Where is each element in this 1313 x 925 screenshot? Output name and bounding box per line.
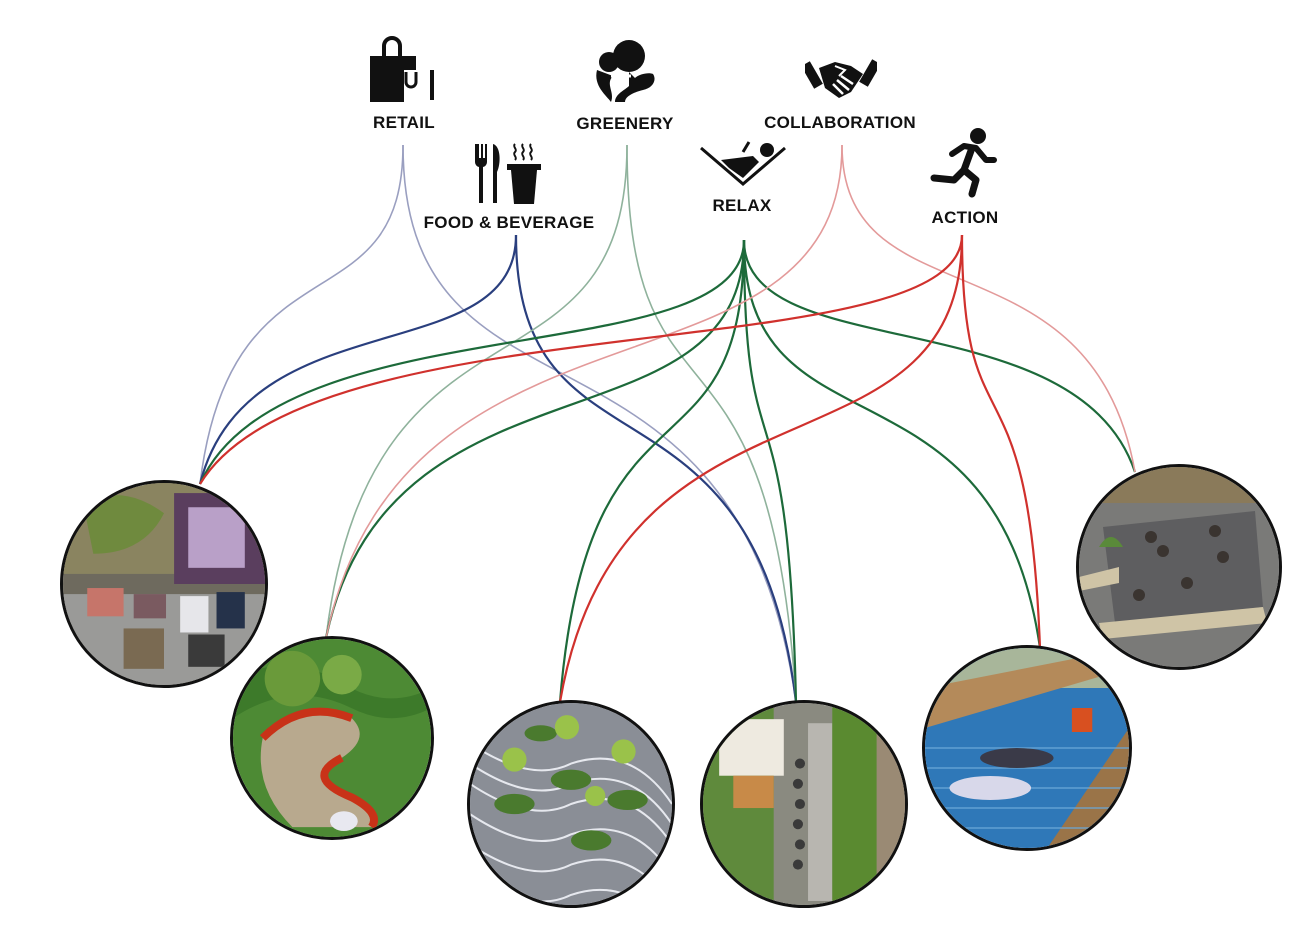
connection-relax-p6 (742, 239, 1137, 473)
reclining-person-icon (699, 138, 787, 195)
handshake-icon (801, 48, 881, 107)
connection-action-p5 (960, 234, 1042, 649)
trees-icon (589, 36, 661, 111)
connection-action-p1 (199, 234, 964, 485)
photo-palm-plaza (467, 700, 675, 908)
photo-net-hammocks (922, 645, 1132, 851)
connection-collaboration-p2 (325, 144, 843, 639)
running-person-icon (928, 126, 1000, 203)
connection-greenery-p4 (626, 144, 797, 703)
category-label-food-beverage: FOOD & BEVERAGE (423, 213, 595, 232)
connection-action-p3 (558, 234, 964, 703)
category-label-relax: RELAX (712, 196, 772, 215)
category-label-greenery: GREENERY (576, 114, 674, 133)
cutlery-coffee-icon (471, 140, 547, 211)
category-label-retail: RETAIL (373, 113, 435, 132)
connection-food-p4 (514, 234, 798, 703)
connection-greenery-p2 (325, 144, 628, 639)
connection-relax-p4 (742, 239, 798, 703)
photo-cafe-seating (60, 480, 268, 688)
connection-relax-p2 (324, 239, 746, 639)
photo-sunken-plaza (1076, 464, 1282, 670)
photo-bench-aerial (700, 700, 908, 908)
category-label-collaboration: COLLABORATION (764, 113, 916, 132)
connection-food-p1 (198, 234, 518, 485)
connection-relax-p5 (742, 239, 1042, 649)
shopping-bag-icon (368, 34, 440, 109)
connection-relax-p1 (198, 239, 746, 485)
connection-retail-p1 (199, 144, 404, 485)
connection-collaboration-p6 (841, 144, 1136, 473)
photo-rooftop-garden (230, 636, 434, 840)
category-label-action: ACTION (931, 208, 999, 227)
